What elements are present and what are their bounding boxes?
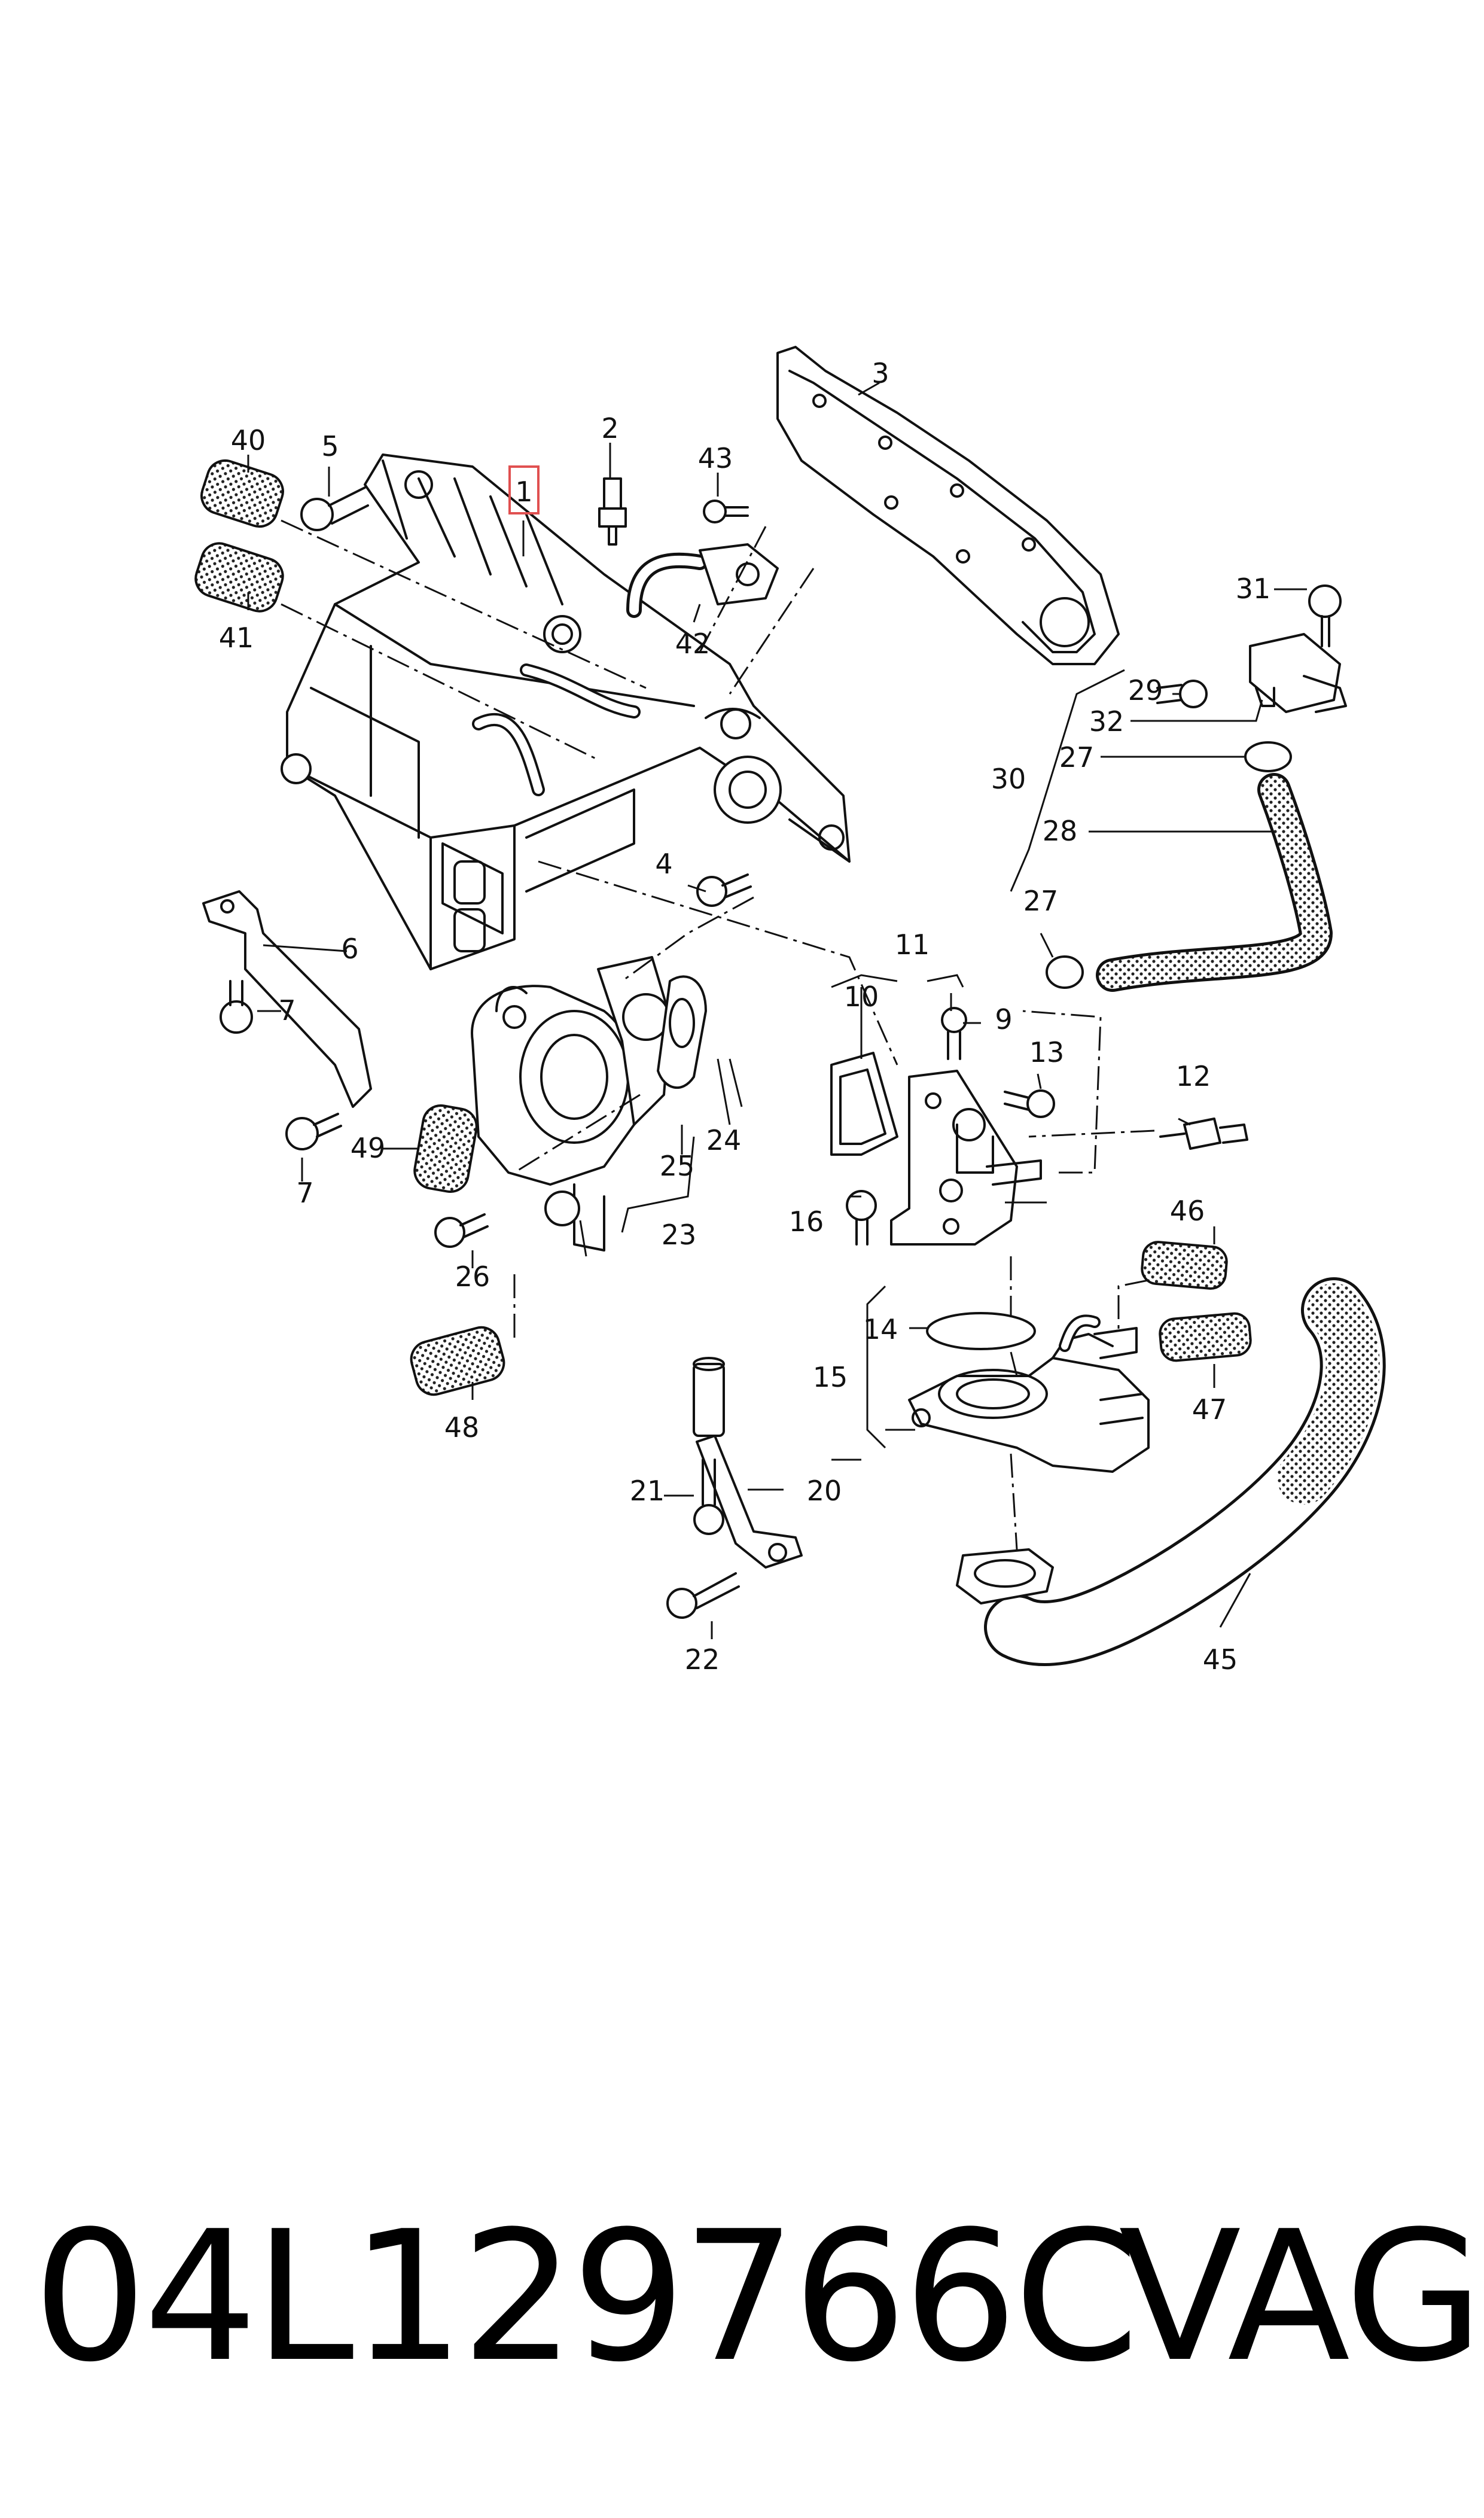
callout-27a: 27 bbox=[1059, 741, 1095, 774]
intake-manifold bbox=[281, 453, 851, 970]
callout-49: 49 bbox=[351, 1132, 386, 1164]
callout-2: 2 bbox=[601, 412, 618, 444]
callout-27b: 27 bbox=[1023, 885, 1059, 917]
exhaust-pipe-45 bbox=[956, 1277, 1386, 1666]
callout-11: 11 bbox=[895, 928, 930, 961]
bracket-6 bbox=[202, 890, 372, 1108]
pressure-sensor bbox=[1156, 584, 1347, 713]
bolt-26 bbox=[434, 1213, 489, 1248]
bolt-16 bbox=[846, 1190, 877, 1246]
callout-10: 10 bbox=[844, 981, 879, 1013]
callout-25: 25 bbox=[660, 1150, 695, 1182]
callout-4: 4 bbox=[655, 848, 672, 880]
callout-16: 16 bbox=[789, 1205, 824, 1238]
bolt-7a bbox=[220, 980, 253, 1034]
callout-12: 12 bbox=[1176, 1060, 1211, 1092]
callout-23: 23 bbox=[662, 1219, 697, 1251]
callout-31: 31 bbox=[1236, 573, 1271, 605]
callout-15: 15 bbox=[813, 1361, 848, 1393]
hose-48 bbox=[410, 1326, 505, 1396]
egr-actuator bbox=[471, 985, 640, 1252]
callout-26: 26 bbox=[455, 1260, 490, 1293]
callout-47: 47 bbox=[1192, 1393, 1227, 1426]
bracket-20 bbox=[696, 1435, 803, 1569]
callout-41: 41 bbox=[219, 622, 254, 654]
callout-43: 43 bbox=[698, 442, 733, 474]
callout-46: 46 bbox=[1170, 1195, 1205, 1227]
bolt-43 bbox=[703, 500, 749, 523]
bolt-4 bbox=[696, 873, 752, 907]
exploded-parts-diagram: 1 2 3 4 5 6 7 7 9 10 11 12 13 14 15 16 2… bbox=[194, 346, 1386, 1676]
callout-30: 30 bbox=[991, 763, 1026, 795]
callout-24: 24 bbox=[706, 1124, 742, 1156]
callout-28: 28 bbox=[1043, 815, 1078, 847]
o-ring-14 bbox=[926, 1312, 1036, 1350]
hose-47 bbox=[1159, 1312, 1252, 1362]
callout-42: 42 bbox=[675, 628, 711, 660]
temperature-sensor bbox=[598, 477, 627, 546]
bolt-21 bbox=[693, 1459, 724, 1535]
bolt-7b bbox=[285, 1113, 342, 1150]
callout-6: 6 bbox=[341, 933, 358, 965]
callout-3: 3 bbox=[871, 357, 889, 389]
callout-29: 29 bbox=[1128, 674, 1163, 707]
callout-5: 5 bbox=[321, 430, 339, 462]
connector-pipe-42 bbox=[626, 543, 779, 618]
flange-11 bbox=[890, 1070, 1042, 1246]
bolt-22 bbox=[666, 1572, 740, 1619]
callout-45: 45 bbox=[1203, 1643, 1238, 1676]
callout-7b: 7 bbox=[296, 1177, 313, 1209]
brand-name: VAG bbox=[1119, 2193, 1483, 2401]
callout-labels: 1 2 3 4 5 6 7 7 9 10 11 12 13 14 15 16 2… bbox=[219, 357, 1271, 1676]
spacer-sleeve bbox=[693, 1357, 725, 1437]
hose-46 bbox=[1141, 1241, 1228, 1290]
hose-40 bbox=[200, 459, 284, 528]
bolt-5 bbox=[300, 486, 369, 531]
callout-14: 14 bbox=[863, 1313, 898, 1345]
callout-40: 40 bbox=[231, 424, 266, 456]
gasket-10 bbox=[830, 1052, 898, 1156]
egr-valve-housing-15 bbox=[908, 1314, 1150, 1473]
hose-49 bbox=[413, 1104, 478, 1193]
hose-41 bbox=[194, 542, 284, 613]
hose-clamp-27b bbox=[1046, 955, 1084, 989]
manifold-gasket bbox=[776, 346, 1120, 665]
callout-7a: 7 bbox=[278, 994, 295, 1027]
callout-9: 9 bbox=[995, 1003, 1012, 1036]
bolt-13 bbox=[1004, 1089, 1055, 1118]
callout-48: 48 bbox=[444, 1411, 480, 1444]
callout-20: 20 bbox=[807, 1475, 842, 1507]
callout-21: 21 bbox=[630, 1475, 665, 1507]
callout-1: 1 bbox=[515, 476, 532, 508]
callout-32: 32 bbox=[1089, 705, 1125, 738]
leader-lines bbox=[247, 382, 1307, 1639]
callout-1-highlight bbox=[508, 465, 540, 514]
sensor-12 bbox=[1159, 1118, 1248, 1150]
part-number: 04L129766C bbox=[33, 2193, 1139, 2401]
callout-13: 13 bbox=[1029, 1036, 1065, 1068]
hose-clamp-27a bbox=[1244, 741, 1292, 772]
callout-22: 22 bbox=[685, 1643, 720, 1676]
seal-25 bbox=[657, 975, 707, 1089]
stud-9 bbox=[941, 1007, 967, 1060]
